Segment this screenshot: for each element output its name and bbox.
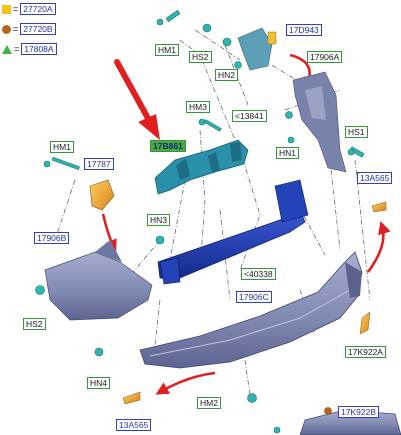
- callout-hn2: HN2: [215, 69, 239, 81]
- callout-17906a: 17906A: [307, 51, 343, 63]
- callout-hn4: HN4: [87, 377, 111, 389]
- pointer-arrow: [114, 59, 160, 140]
- legend-code: 27720A: [20, 3, 56, 15]
- callout-17k922b: 17K922B: [338, 406, 379, 418]
- callout-hm1-top: HM1: [155, 44, 179, 56]
- callout-hn3: HN3: [147, 214, 171, 226]
- legend-row-circle: = 27720B: [2, 23, 56, 35]
- callout-17d943: 17D943: [286, 24, 322, 36]
- retaining-clips: [324, 407, 332, 415]
- highlighted-bracket: [154, 139, 249, 195]
- callout-17906c: 17906C: [236, 291, 272, 303]
- callout-40338: <40338: [241, 268, 276, 280]
- square-symbol-icon: [2, 4, 11, 14]
- legend-row-triangle: = 17808A: [2, 43, 57, 55]
- reflectors: [89, 179, 387, 405]
- bumper-cover-left: [44, 240, 153, 321]
- triangle-symbol-icon: [2, 44, 12, 54]
- legend-equals: =: [13, 24, 19, 34]
- legend-equals: =: [14, 44, 20, 54]
- callout-hm2: HM2: [197, 397, 221, 409]
- callout-17k922a: 17K922A: [345, 346, 386, 358]
- bumper-cover-main: [139, 251, 363, 369]
- callout-17906b: 17906B: [34, 232, 70, 244]
- callout-hn1: HN1: [276, 147, 300, 159]
- callout-17b861-highlighted: 17B861: [150, 140, 186, 152]
- legend-row-square: = 27720A: [2, 3, 56, 15]
- circle-symbol-icon: [2, 24, 11, 34]
- legend-code: 17808A: [21, 43, 57, 55]
- callout-hs1: HS1: [345, 126, 368, 138]
- side-bracket-right: [292, 71, 347, 173]
- callout-17787: 17787: [84, 158, 114, 170]
- callout-hm3: HM3: [186, 101, 210, 113]
- callout-13a565-bottom: 13A565: [116, 419, 152, 431]
- callout-hs2-left: HS2: [23, 318, 46, 330]
- legend-equals: =: [13, 4, 19, 14]
- reinforcement-beam: [157, 179, 309, 285]
- callout-13a565-right: 13A565: [357, 172, 393, 184]
- mounting-bracket-top: [237, 27, 277, 71]
- callout-hm1-left: HM1: [50, 141, 74, 153]
- fasteners: [35, 9, 365, 434]
- callout-13841: <13841: [232, 110, 267, 122]
- callout-hs2-top: HS2: [189, 51, 212, 63]
- legend-code: 27720B: [20, 23, 56, 35]
